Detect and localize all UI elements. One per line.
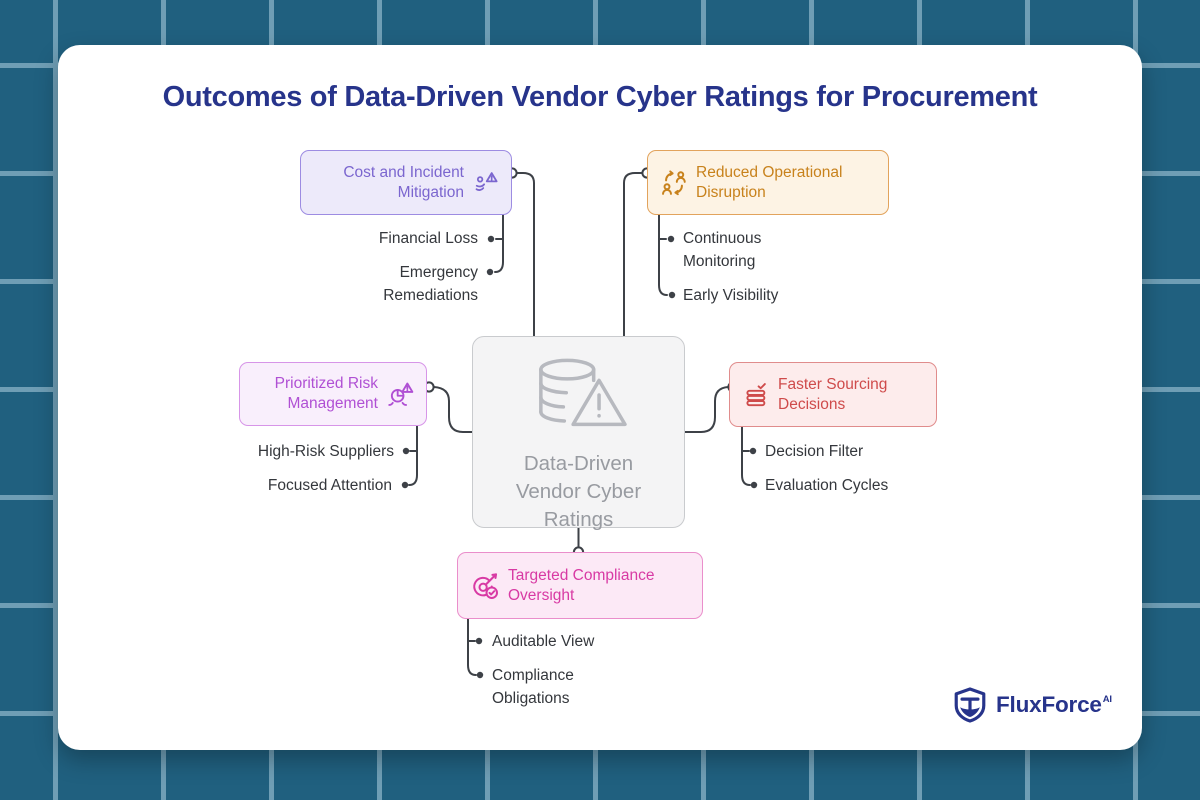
database-alert-icon bbox=[528, 353, 630, 448]
stack-check-icon bbox=[742, 381, 770, 409]
node-title: Faster Sourcing Decisions bbox=[778, 375, 888, 413]
users-exchange-icon bbox=[660, 169, 688, 197]
subitem-compliance-obligations: Compliance Obligations bbox=[492, 667, 574, 707]
node-title: Cost and Incident Mitigation bbox=[343, 163, 464, 201]
risk-alert-icon bbox=[386, 380, 414, 408]
subitem-early-visibility: Early Visibility bbox=[683, 287, 779, 304]
subitem-high-risk-suppliers: High-Risk Suppliers bbox=[257, 443, 394, 460]
node-prioritized-risk-management: Prioritized Risk Management bbox=[239, 362, 427, 426]
node-title: Prioritized Risk Management bbox=[274, 375, 378, 412]
node-title: Reduced Operational Disruption bbox=[696, 163, 843, 201]
subitem-continuous-monitoring: Continuous Monitoring bbox=[683, 230, 762, 270]
subitem-decision-filter: Decision Filter bbox=[765, 443, 864, 460]
subitem-evaluation-cycles: Evaluation Cycles bbox=[765, 477, 889, 494]
logo-text: FluxForceAI bbox=[996, 692, 1112, 718]
node-title: Targeted Compliance Oversight bbox=[508, 566, 655, 604]
subitem-focused-attention: Focused Attention bbox=[267, 477, 392, 494]
page-title: Outcomes of Data-Driven Vendor Cyber Rat… bbox=[162, 81, 1038, 113]
logo-superscript: AI bbox=[1102, 693, 1112, 705]
central-node-label: Data-Driven Vendor Cyber Ratings bbox=[515, 452, 642, 531]
shield-logo-icon bbox=[951, 686, 989, 724]
diagram-card: Outcomes of Data-Driven Vendor Cyber Rat… bbox=[58, 45, 1142, 750]
target-check-icon bbox=[470, 571, 500, 601]
node-reduced-operational-disruption: Reduced Operational Disruption bbox=[647, 150, 889, 215]
subitem-financial-loss: Financial Loss bbox=[378, 230, 478, 247]
node-targeted-compliance-oversight: Targeted Compliance Oversight bbox=[457, 552, 703, 619]
node-cost-and-incident-mitigation: Cost and Incident Mitigation bbox=[300, 150, 512, 215]
node-central-data-driven-vendor-cyber-ratings: Data-Driven Vendor Cyber Ratings bbox=[472, 336, 685, 531]
logo-name: FluxForce bbox=[996, 692, 1102, 717]
person-slip-warning-icon bbox=[472, 169, 499, 196]
fluxforce-logo: FluxForceAI bbox=[951, 686, 1112, 724]
subitem-emergency-remediations: Emergency Remediations bbox=[383, 264, 478, 304]
node-faster-sourcing-decisions: Faster Sourcing Decisions bbox=[729, 362, 937, 427]
subitem-auditable-view: Auditable View bbox=[492, 633, 595, 650]
